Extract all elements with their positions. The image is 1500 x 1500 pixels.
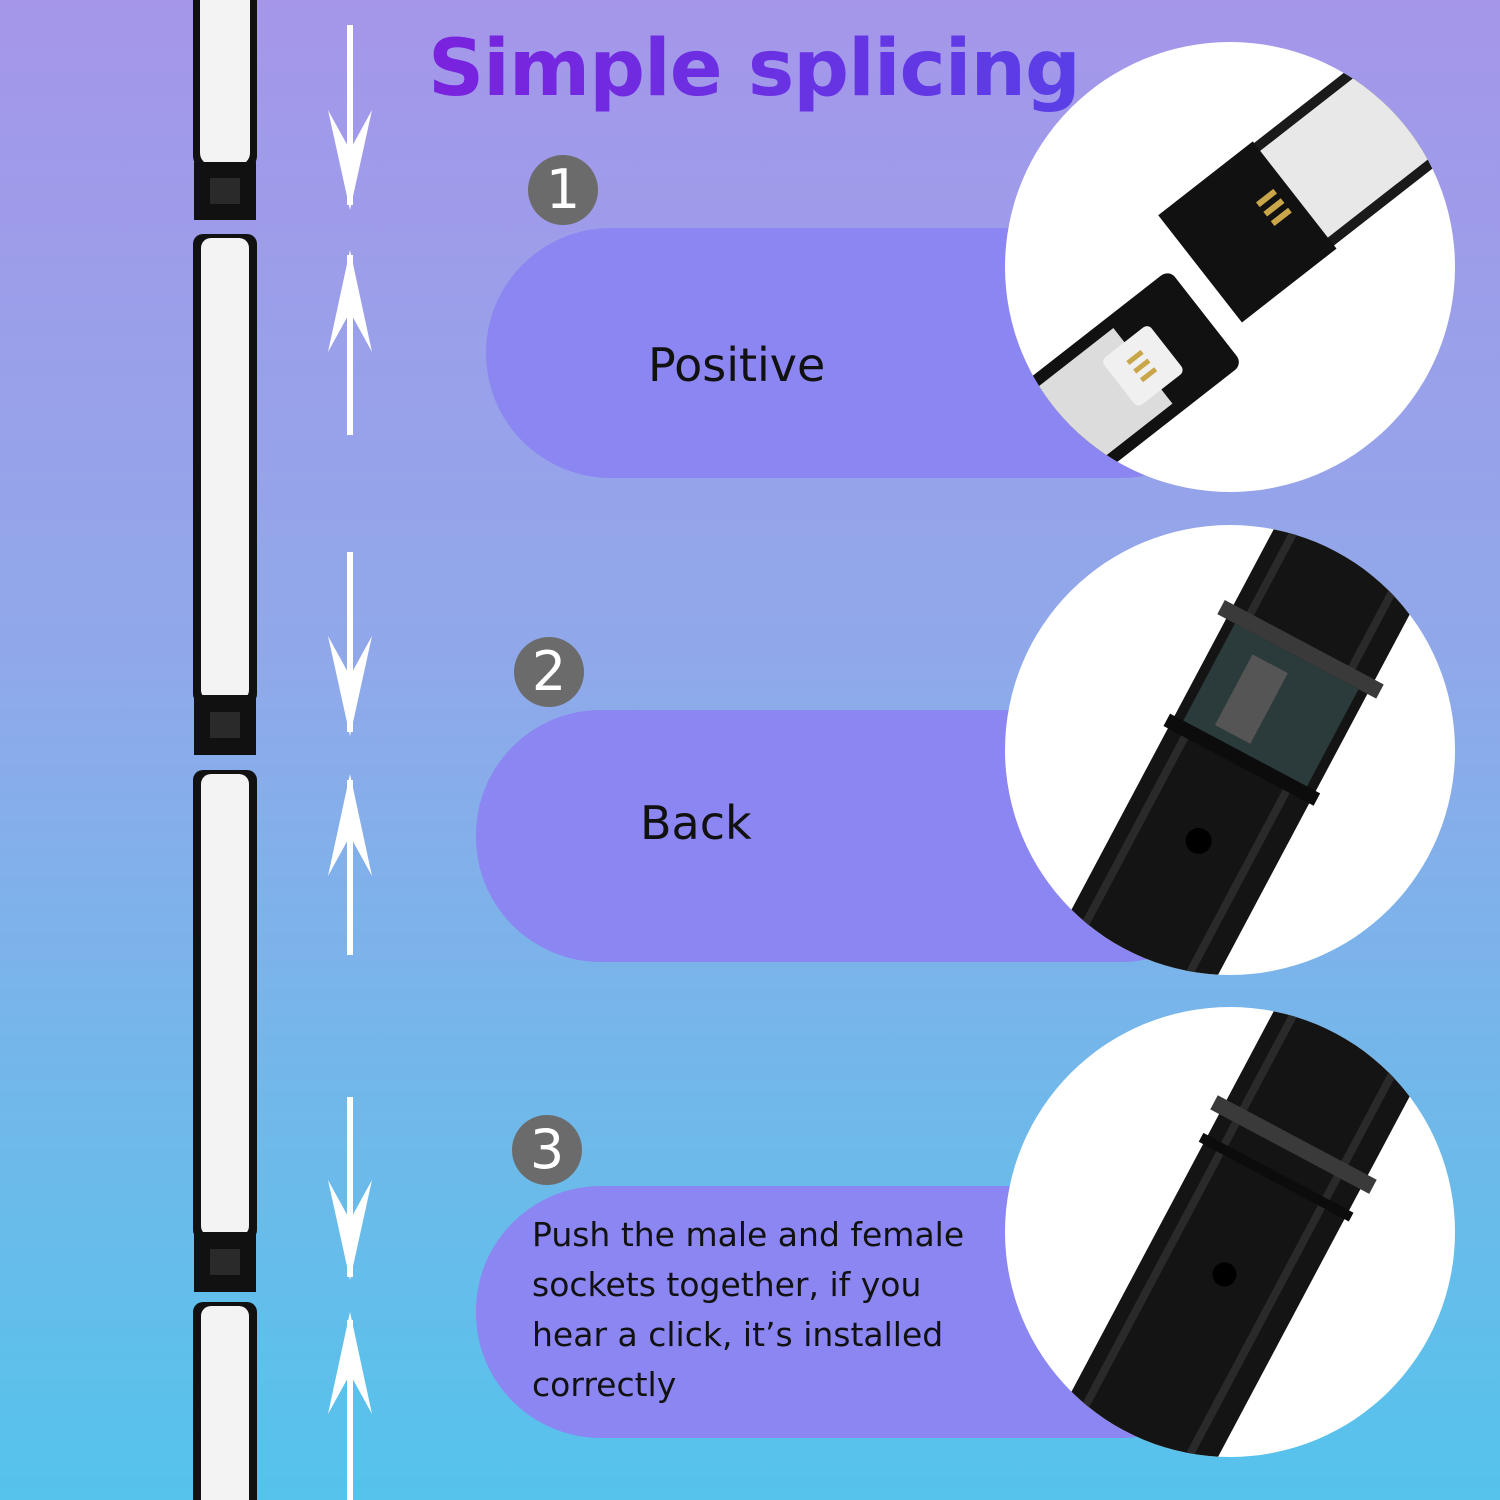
light-tube-segments: [193, 0, 257, 1500]
page-title: Simple splicing: [428, 24, 1081, 114]
step-1-label: Positive: [648, 338, 826, 392]
step-2-label: Back: [640, 796, 752, 850]
step-2-number-badge: 2: [514, 637, 584, 707]
step-1-number-badge: 1: [528, 155, 598, 225]
assembly-arrows: [328, 25, 372, 1500]
step-3-instructions: Push the male and female sockets togethe…: [532, 1215, 965, 1404]
step-3-assembled-photo: [1005, 1007, 1455, 1457]
step-1-connector-photo: [1005, 42, 1455, 492]
step-2-back-photo: [1005, 525, 1455, 975]
step-3-number-badge: 3: [512, 1115, 582, 1185]
